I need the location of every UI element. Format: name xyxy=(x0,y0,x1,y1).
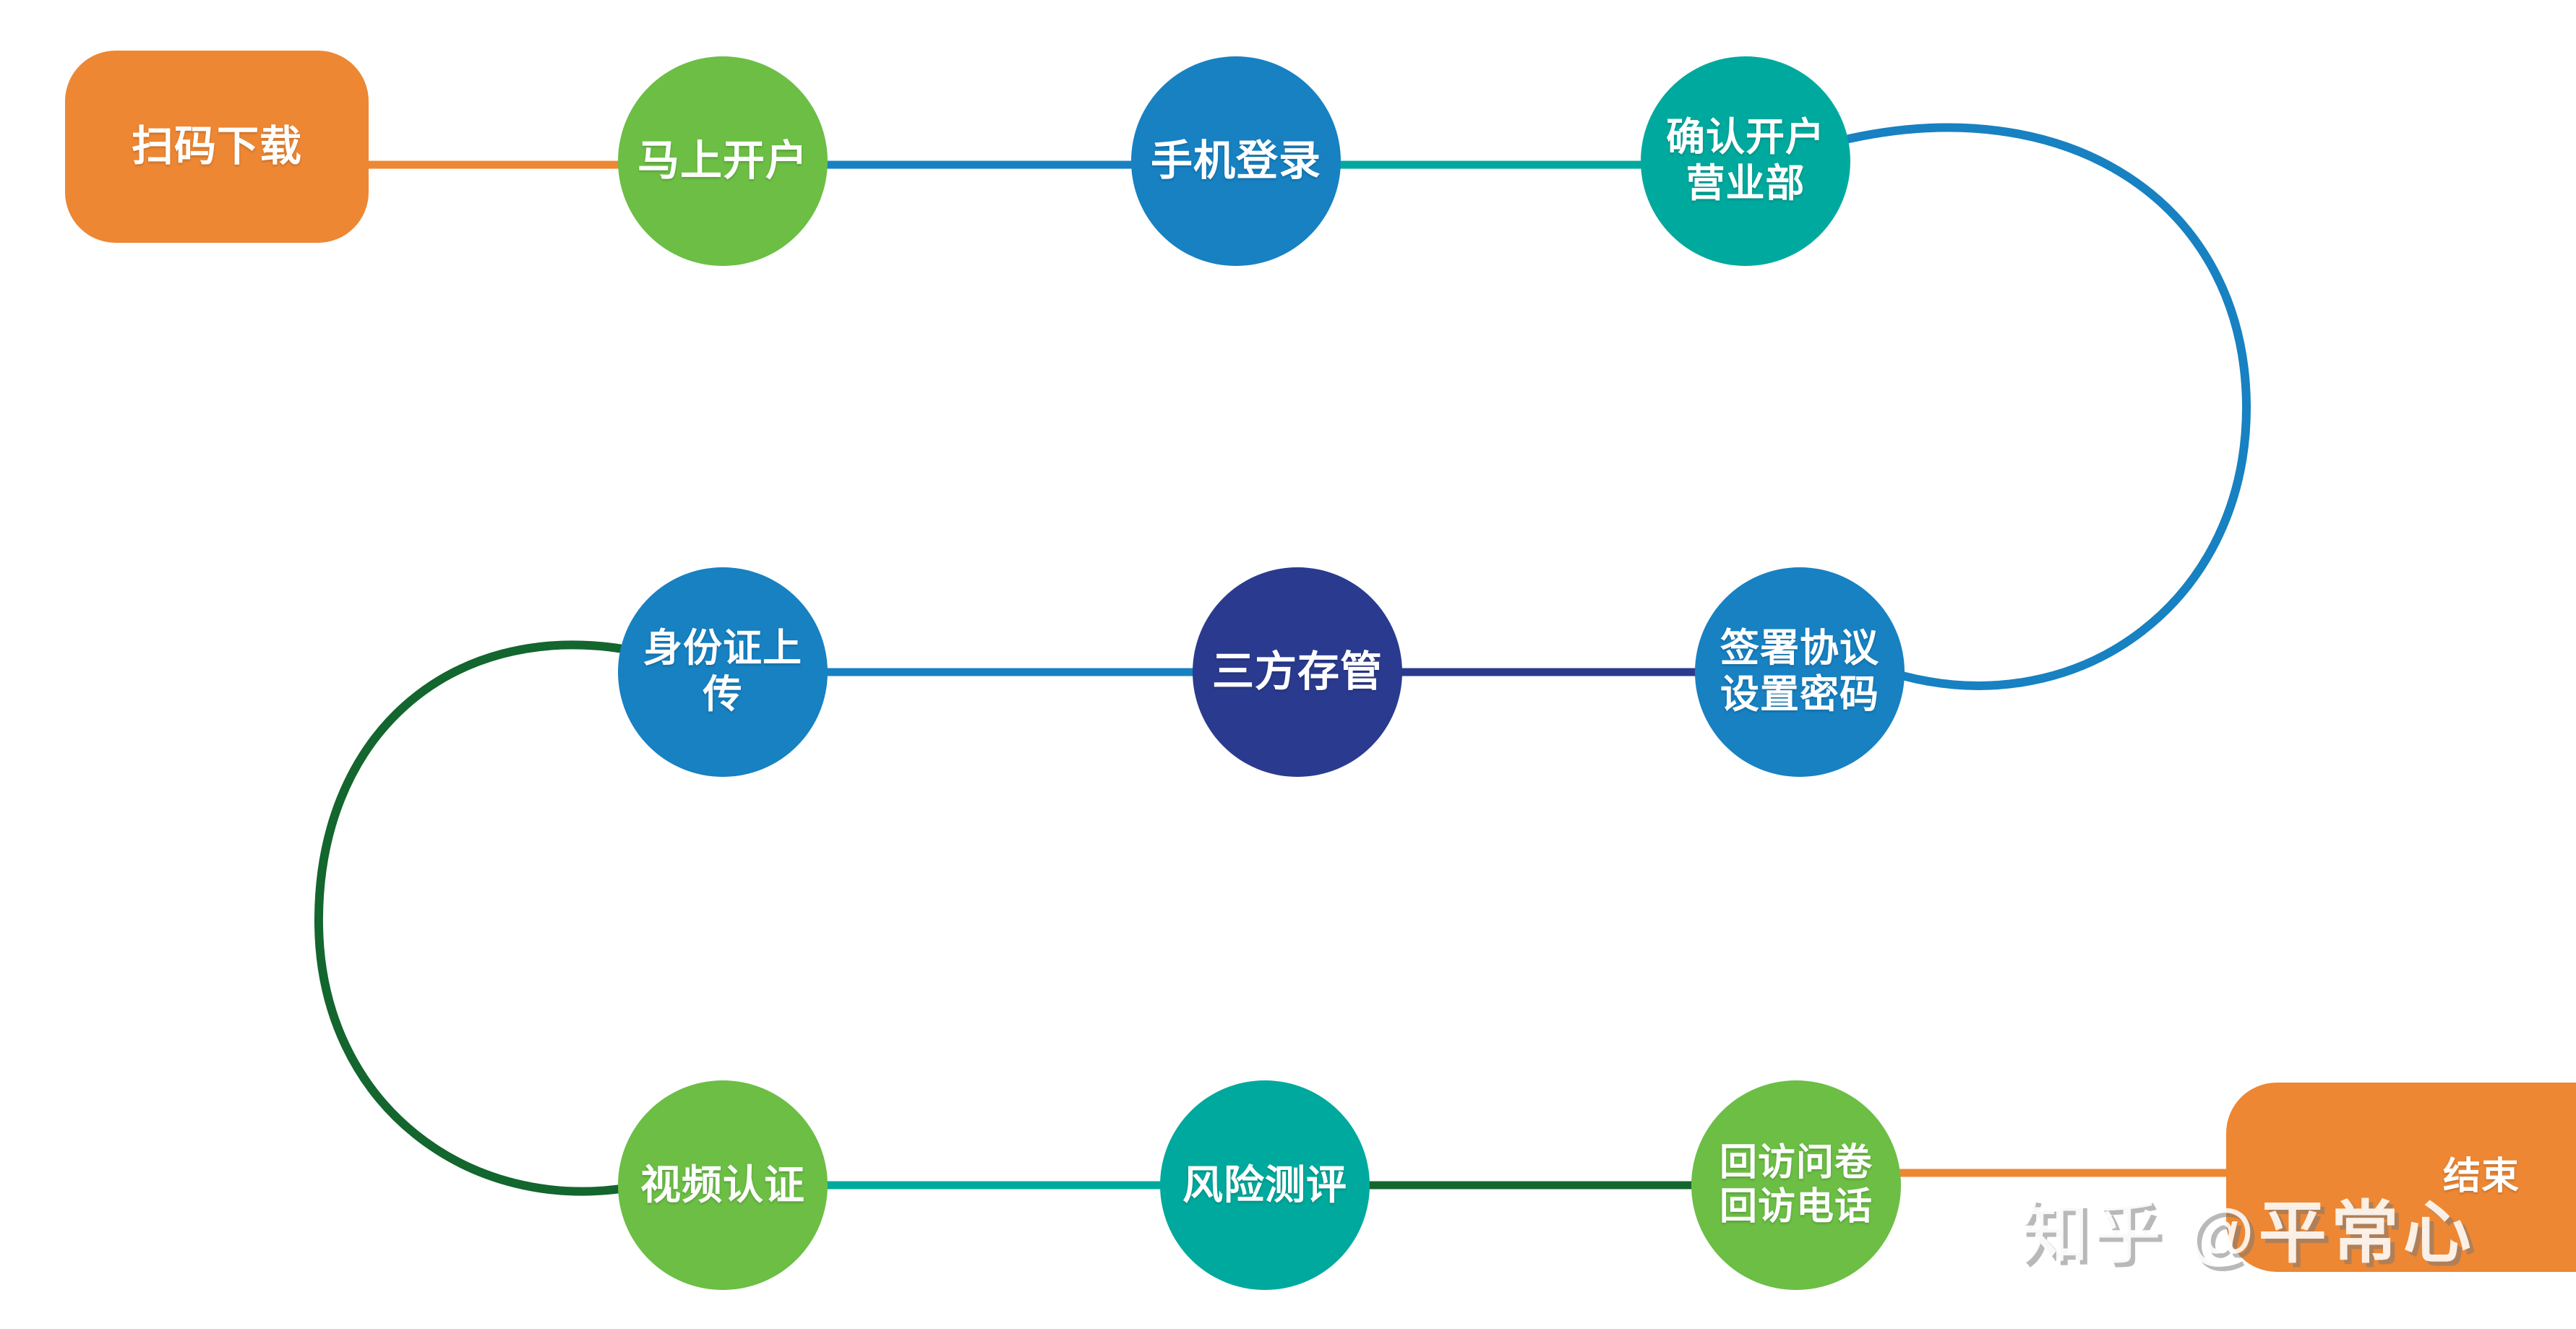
node-label: 三方存管 xyxy=(1211,648,1383,695)
node-mobile-login[interactable]: 手机登录 xyxy=(1131,56,1341,266)
node-third-party-custody[interactable]: 三方存管 xyxy=(1193,567,1402,777)
edge-idcard-to-video xyxy=(314,640,635,1196)
node-callback-survey-and-phone[interactable]: 回访问卷 回访电话 xyxy=(1691,1080,1901,1290)
node-scan-download[interactable]: 扫码下载 xyxy=(65,51,369,243)
node-risk-assessment[interactable]: 风险测评 xyxy=(1160,1080,1370,1290)
node-label: 视频认证 xyxy=(640,1161,805,1208)
node-label: 手机登录 xyxy=(1150,137,1321,184)
node-label: 结束 xyxy=(2443,1156,2520,1198)
node-end[interactable]: 结束 xyxy=(2226,1083,2576,1272)
node-sign-agreement-set-password[interactable]: 签署协议 设置密码 xyxy=(1695,567,1905,777)
node-label: 确认开户 营业部 xyxy=(1666,116,1825,205)
edge-branch-to-sign xyxy=(1835,123,2251,690)
node-label: 扫码下载 xyxy=(131,122,302,170)
node-label: 回访问卷 回访电话 xyxy=(1719,1141,1873,1228)
node-label: 风险测评 xyxy=(1182,1161,1347,1208)
node-open-account[interactable]: 马上开户 xyxy=(618,56,828,266)
node-label: 签署协议 设置密码 xyxy=(1720,627,1879,716)
node-id-card-upload[interactable]: 身份证上 传 xyxy=(618,567,828,777)
node-label: 马上开户 xyxy=(637,137,808,184)
node-confirm-branch[interactable]: 确认开户 营业部 xyxy=(1641,56,1850,266)
node-label: 身份证上 传 xyxy=(643,627,802,716)
node-video-verification[interactable]: 视频认证 xyxy=(618,1080,828,1290)
